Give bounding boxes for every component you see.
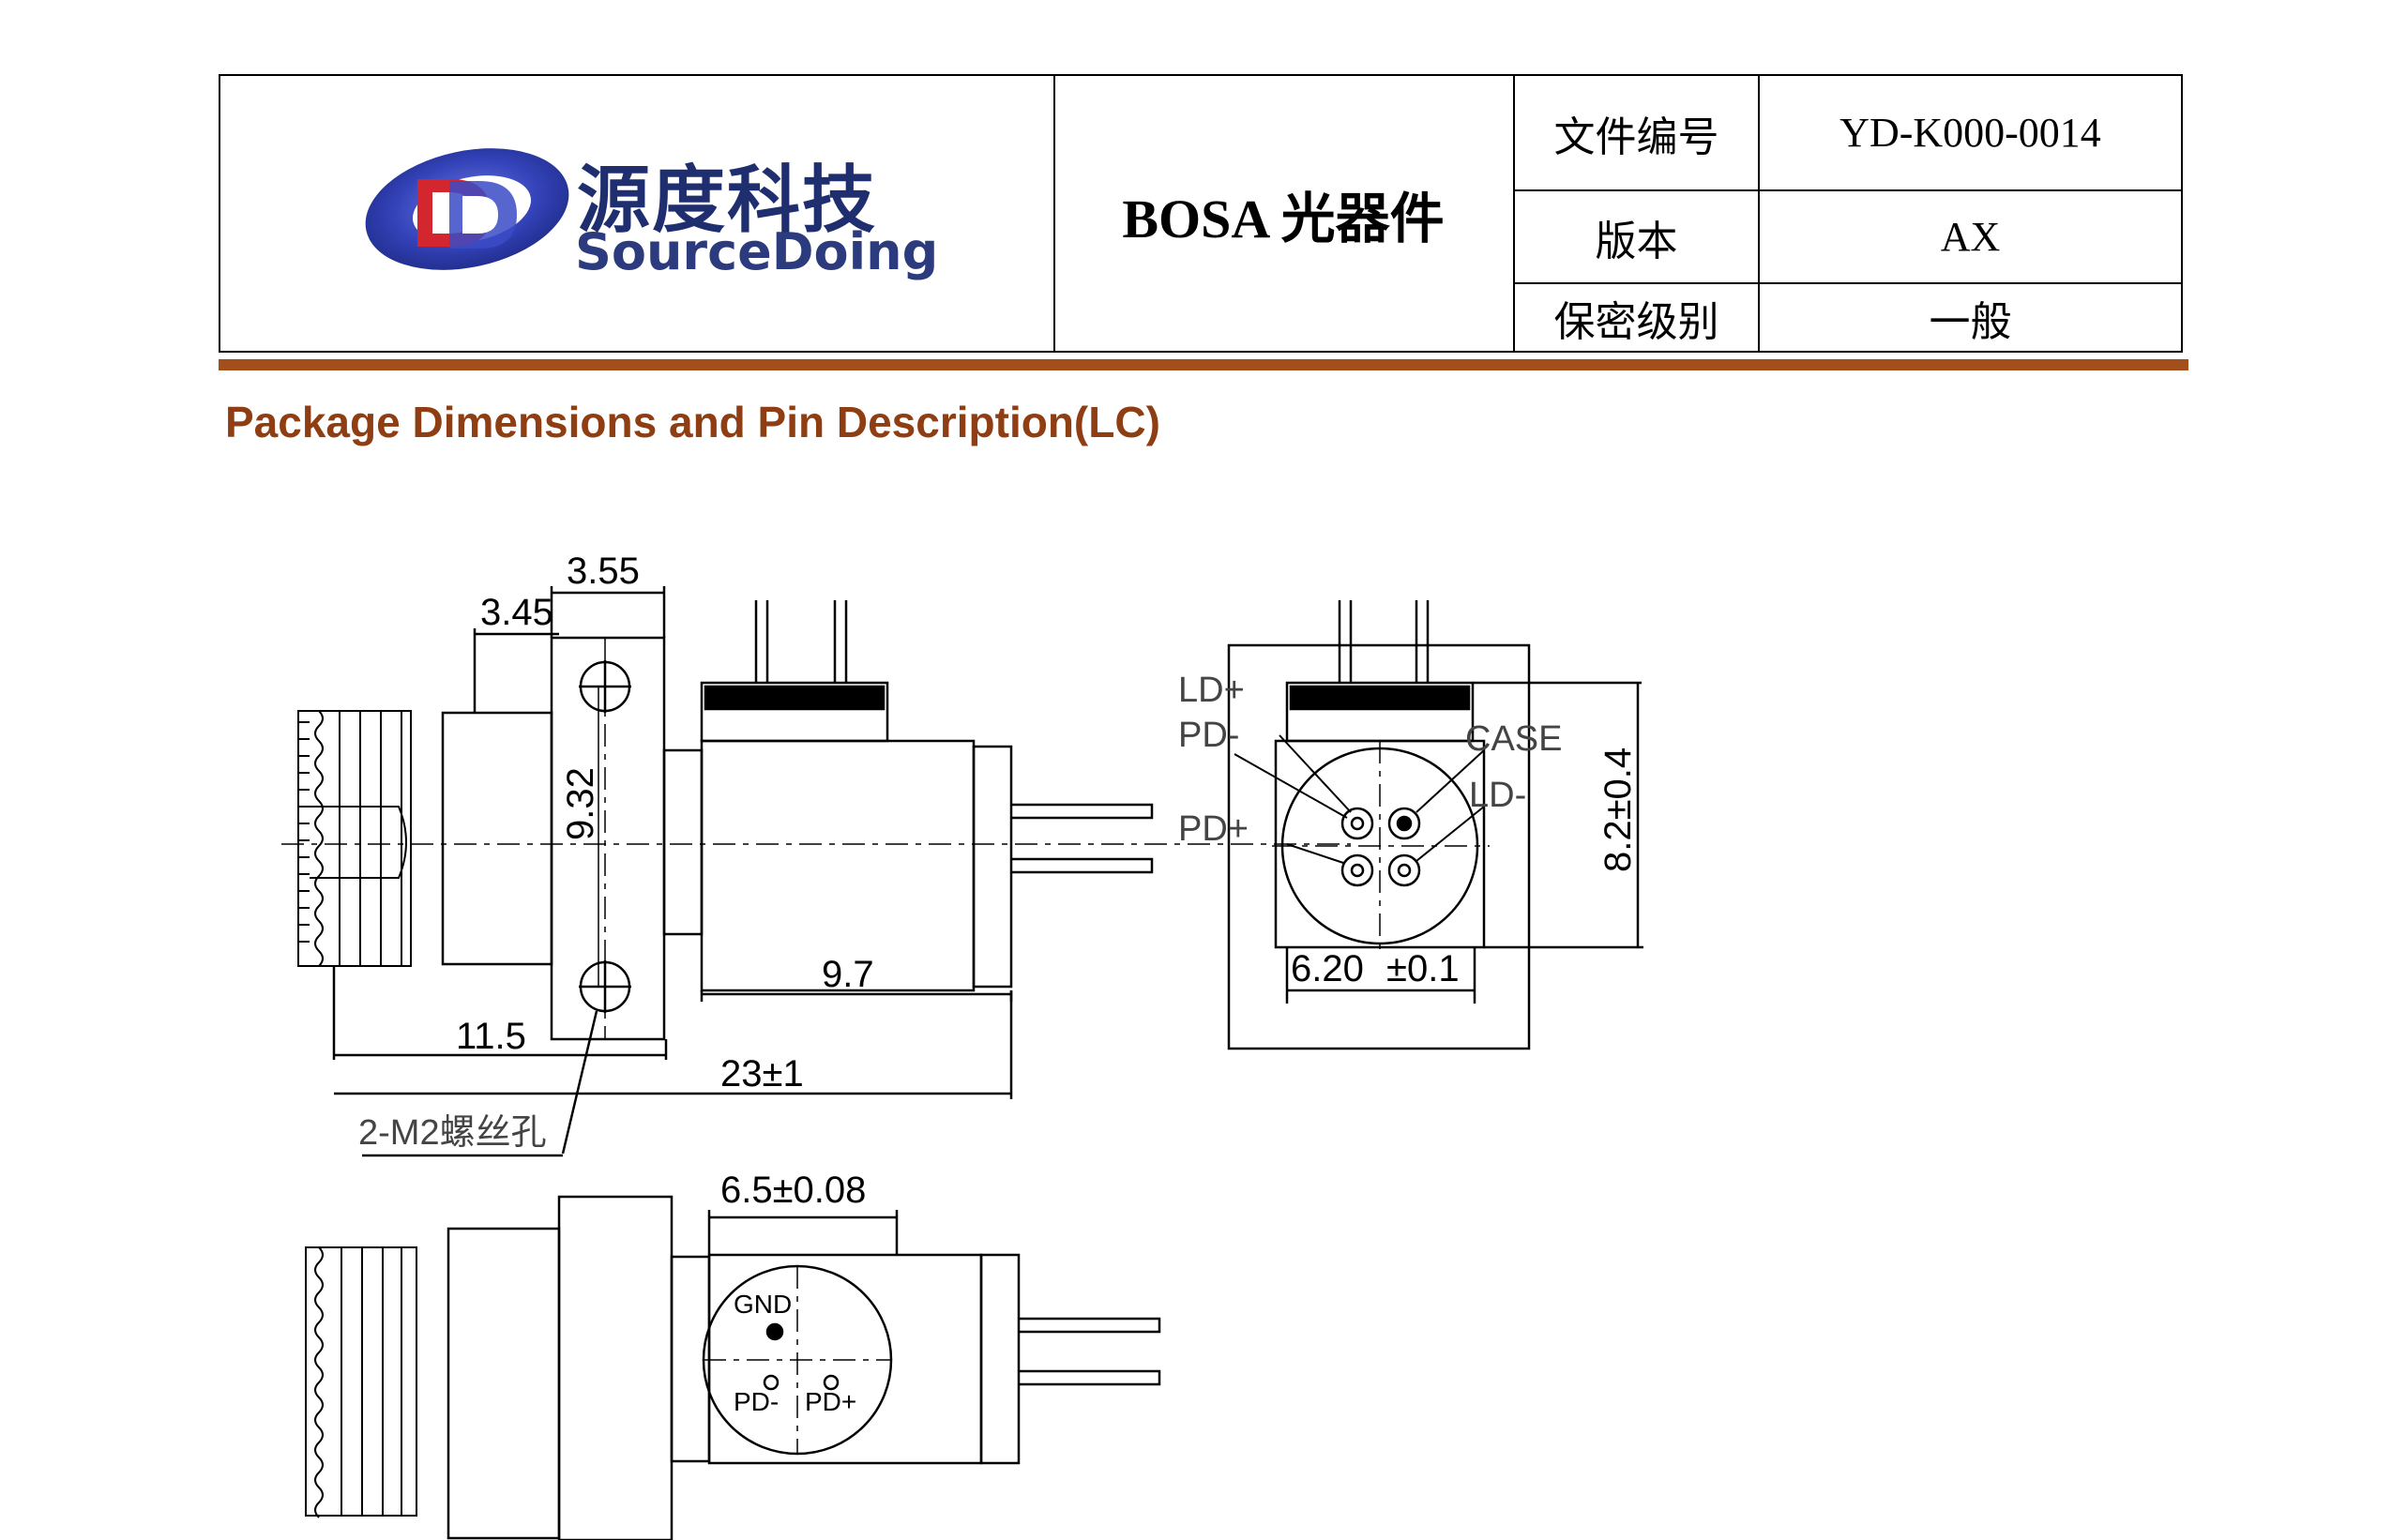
dim-3-45: 3.45 bbox=[480, 592, 553, 633]
pin-label-ld-plus: LD+ bbox=[1178, 671, 1245, 710]
version-label: 版本 bbox=[1595, 218, 1678, 264]
pin-label-pd-plus: PD+ bbox=[1178, 809, 1249, 849]
logo-english-name: SourceDoing bbox=[575, 222, 939, 281]
logo-mark-icon bbox=[365, 148, 569, 270]
document-title: BOSA 光器件 bbox=[1122, 188, 1445, 249]
dimension-labels: 3.55 3.45 9.32 9.7 11.5 23±1 2-M2螺丝孔 6.5… bbox=[358, 551, 1639, 1416]
pin-label-pd-minus: PD- bbox=[1178, 716, 1239, 755]
company-logo: 源度科技 SourceDoing bbox=[359, 142, 941, 282]
header-table: 源度科技 SourceDoing BOSA 光器件 文件编号 YD-K000-0… bbox=[219, 74, 2183, 353]
header-row-divider bbox=[1513, 189, 2181, 191]
bottom-view bbox=[305, 1195, 1161, 1540]
pin-label-bottom-pd-plus: PD+ bbox=[805, 1387, 856, 1416]
dim-6-20-tolerance: ±0.1 bbox=[1386, 948, 1460, 989]
file-number-label: 文件编号 bbox=[1553, 113, 1719, 160]
dim-9-7: 9.7 bbox=[822, 954, 874, 995]
front-view bbox=[1227, 600, 1643, 1050]
pin-label-ld-minus: LD- bbox=[1469, 776, 1526, 815]
screw-hole-label: 2-M2螺丝孔 bbox=[358, 1113, 547, 1153]
logo-chinese-name: 源度科技 bbox=[577, 159, 878, 243]
header-divider bbox=[1513, 76, 1515, 351]
dim-9-32: 9.32 bbox=[560, 767, 601, 840]
dim-6-20: 6.20 bbox=[1291, 948, 1364, 989]
header-divider bbox=[1758, 76, 1760, 351]
dim-6-5: 6.5±0.08 bbox=[720, 1170, 866, 1211]
header-divider bbox=[1053, 76, 1055, 351]
confidentiality-label: 保密级别 bbox=[1553, 298, 1719, 345]
dim-8-2: 8.2±0.4 bbox=[1597, 747, 1639, 872]
pin-label-gnd: GND bbox=[734, 1290, 792, 1319]
side-view bbox=[281, 586, 1351, 1157]
header-rule bbox=[219, 359, 2188, 370]
dim-23: 23±1 bbox=[720, 1053, 804, 1095]
dim-11-5: 11.5 bbox=[456, 1016, 526, 1057]
section-title: Package Dimensions and Pin Description(L… bbox=[225, 398, 1160, 446]
confidentiality-value: 一般 bbox=[1929, 298, 2012, 345]
version-value: AX bbox=[1940, 214, 2001, 260]
header-row-divider bbox=[1513, 282, 2181, 284]
dim-3-55: 3.55 bbox=[567, 551, 640, 592]
pin-label-bottom-pd-minus: PD- bbox=[734, 1387, 779, 1416]
file-number-value: YD-K000-0014 bbox=[1839, 110, 2101, 156]
threaded-nose bbox=[297, 710, 412, 967]
pin-label-case: CASE bbox=[1465, 719, 1562, 759]
